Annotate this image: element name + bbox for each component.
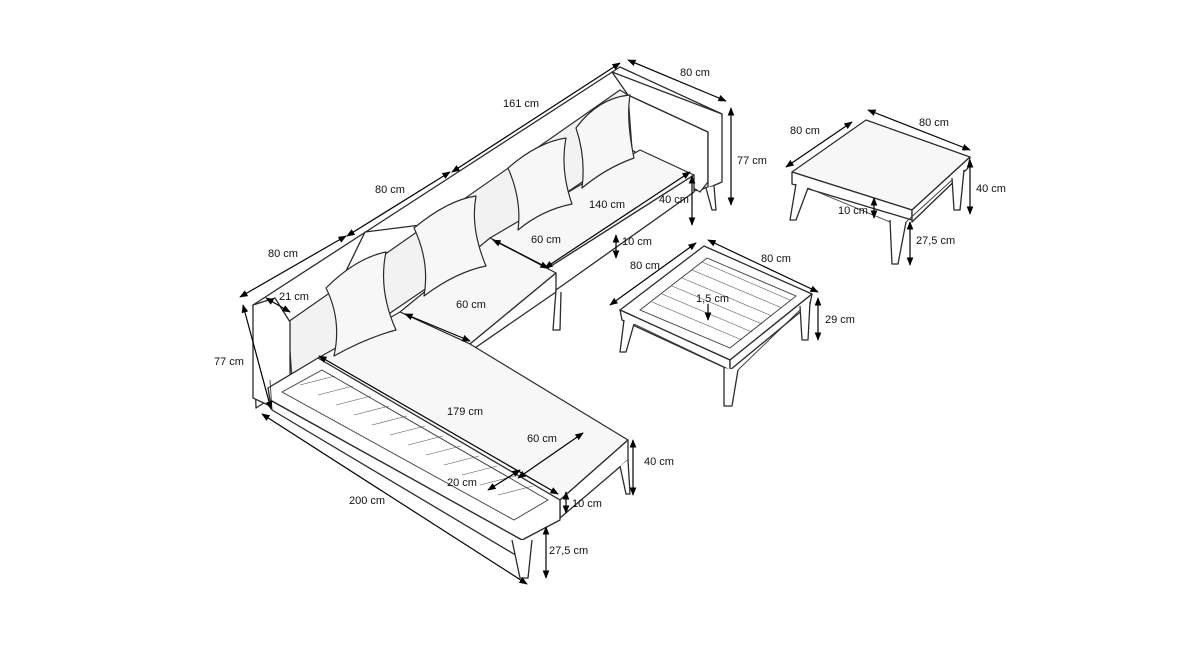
label-sofa-back-length: 161 cm xyxy=(503,98,539,110)
label-ottoman-depth: 80 cm xyxy=(790,125,820,137)
label-table-depth: 80 cm xyxy=(630,260,660,272)
label-left-height: 77 cm xyxy=(214,356,244,368)
label-table-inset: 1,5 cm xyxy=(696,293,729,305)
label-seat-length: 140 cm xyxy=(589,199,625,211)
label-armrest-width: 21 cm xyxy=(279,291,309,303)
label-cushion-thickness-right: 10 cm xyxy=(622,236,652,248)
label-middle-module-width: 80 cm xyxy=(375,184,405,196)
label-ottoman-width: 80 cm xyxy=(919,117,949,129)
label-table-height: 29 cm xyxy=(825,314,855,326)
label-ottoman-leg-height: 27,5 cm xyxy=(916,235,955,247)
label-chaise-cushion-thickness: 10 cm xyxy=(572,498,602,510)
label-chaise-seat-height: 40 cm xyxy=(644,456,674,468)
label-chaise-length: 179 cm xyxy=(447,406,483,418)
label-chaise-leg-height: 27,5 cm xyxy=(549,545,588,557)
label-seat-height-right: 40 cm xyxy=(659,194,689,206)
label-sofa-height: 77 cm xyxy=(737,155,767,167)
dimension-labels: 161 cm 80 cm 77 cm 80 cm 80 cm 21 cm 77 … xyxy=(214,67,1006,557)
label-corner-module-width: 80 cm xyxy=(268,248,298,260)
dimension-lines xyxy=(239,59,974,585)
label-seat-depth-right: 60 cm xyxy=(531,234,561,246)
label-ottoman-cushion: 10 cm xyxy=(838,205,868,217)
label-ottoman-height: 40 cm xyxy=(976,183,1006,195)
label-shelf-width: 20 cm xyxy=(447,477,477,489)
label-seat-depth-mid: 60 cm xyxy=(456,299,486,311)
label-sofa-depth: 80 cm xyxy=(680,67,710,79)
label-chaise-seat-depth: 60 cm xyxy=(527,433,557,445)
label-table-width: 80 cm xyxy=(761,253,791,265)
label-chaise-total-length: 200 cm xyxy=(349,495,385,507)
